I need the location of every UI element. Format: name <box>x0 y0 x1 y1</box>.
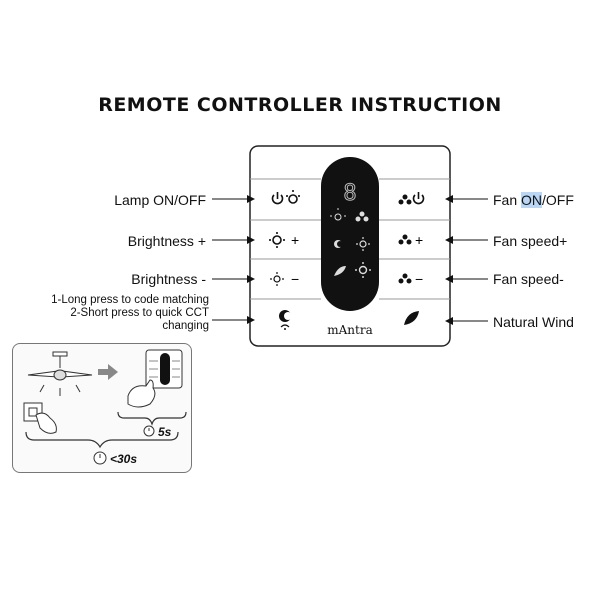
ceiling-fan-icon <box>27 351 93 381</box>
stopwatch-icon-short <box>143 425 155 437</box>
mini-remote-icon <box>145 349 183 389</box>
note-line-3: changing <box>162 320 209 332</box>
wall-switch-hand-icon <box>23 402 57 434</box>
panel-sun-icon <box>356 237 370 251</box>
note-line-2: 2-Short press to quick CCT <box>70 307 209 319</box>
long-brace <box>25 431 179 449</box>
fan-icon-speed-down[interactable] <box>398 273 412 284</box>
note-line-1: 1-Long press to code matching <box>51 294 209 306</box>
panel-bulb-icon <box>330 208 346 221</box>
display-panel <box>321 157 379 311</box>
fan-speed-down-label: Fan speed- <box>493 271 564 287</box>
display-digit: 8 <box>343 181 356 206</box>
brightness-plus-sign: + <box>291 232 299 248</box>
natural-wind-label: Natural Wind <box>493 314 574 330</box>
fan-power-icon[interactable] <box>398 192 425 205</box>
sun-icon-brightness-up[interactable] <box>269 232 285 248</box>
fan-onoff-highlight: ON <box>521 192 543 208</box>
stopwatch-icon-long <box>93 451 107 465</box>
fan-onoff-label: Fan ON/OFF <box>493 192 574 208</box>
fan-speed-up-label: Fan speed+ <box>493 233 568 249</box>
panel-cct-icon <box>334 240 343 248</box>
fan-plus-sign: + <box>415 232 423 248</box>
panel-sun-bright-icon <box>355 262 371 278</box>
page-title: REMOTE CONTROLLER INSTRUCTION <box>98 94 502 116</box>
fan-onoff-suffix: /OFF <box>542 192 574 208</box>
sun-small-icon-brightness-down[interactable] <box>270 272 284 286</box>
timer-long: <30s <box>110 452 137 466</box>
timer-short: 5s <box>158 425 172 439</box>
lamp-label: Lamp ON/OFF <box>114 192 206 208</box>
fan-minus-sign: − <box>415 271 423 287</box>
brightness-up-label: Brightness + <box>127 233 206 249</box>
fan-onoff-prefix: Fan <box>493 192 522 208</box>
cct-wifi-icon[interactable] <box>279 310 292 330</box>
leaf-icon[interactable] <box>404 311 419 325</box>
short-brace <box>117 411 187 426</box>
brightness-down-label: Brightness - <box>131 271 206 287</box>
power-bulb-icon[interactable] <box>271 190 301 205</box>
brand-logo: mAntra <box>327 323 373 337</box>
next-arrow-icon <box>98 364 118 380</box>
panel-fan-icon <box>355 211 369 222</box>
fan-icon-speed-up[interactable] <box>398 234 412 245</box>
panel-leaf-icon <box>334 266 346 276</box>
pressing-hand-icon <box>127 379 156 408</box>
brightness-minus-sign: − <box>291 271 299 287</box>
